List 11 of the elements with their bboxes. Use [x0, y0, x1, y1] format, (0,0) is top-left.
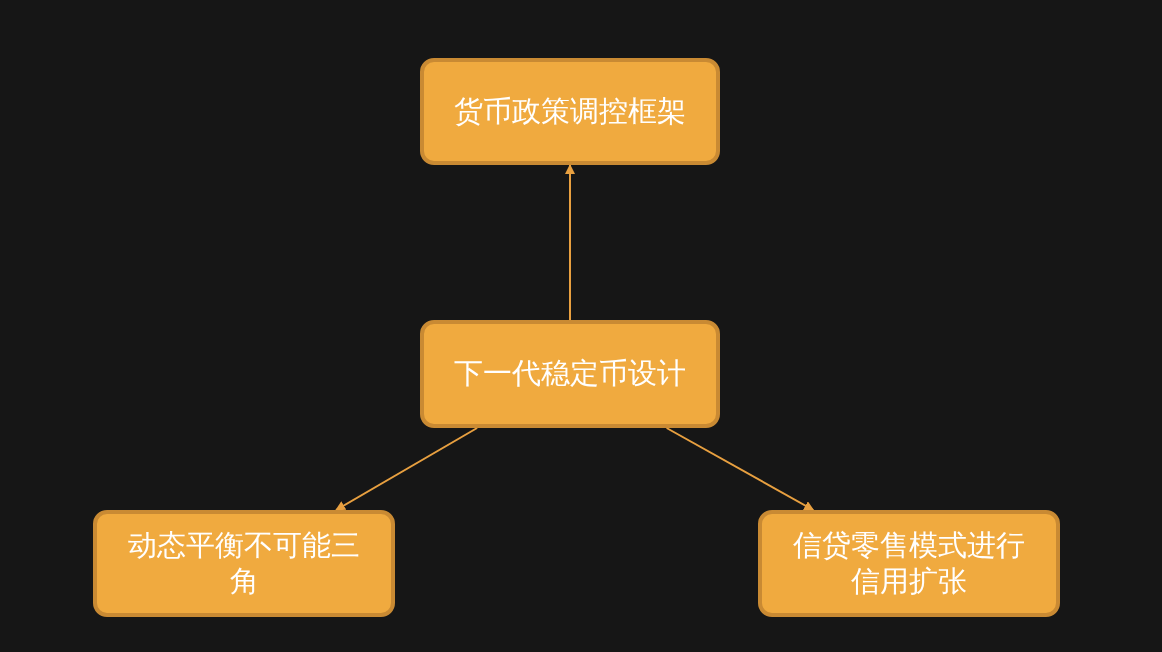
node-label: 动态平衡不可能三角: [127, 528, 361, 599]
arrow: [335, 427, 479, 511]
arrow: [665, 427, 815, 511]
process-box: [420, 58, 720, 165]
node-label: 下一代稳定币设计: [453, 356, 687, 392]
process-box: [758, 510, 1060, 617]
node-label: 信贷零售模式进行信用扩张: [792, 528, 1026, 599]
process-box: [93, 510, 395, 617]
arrow: [565, 164, 575, 321]
process-box: [420, 320, 720, 428]
node-label: 货币政策调控框架: [453, 93, 687, 130]
